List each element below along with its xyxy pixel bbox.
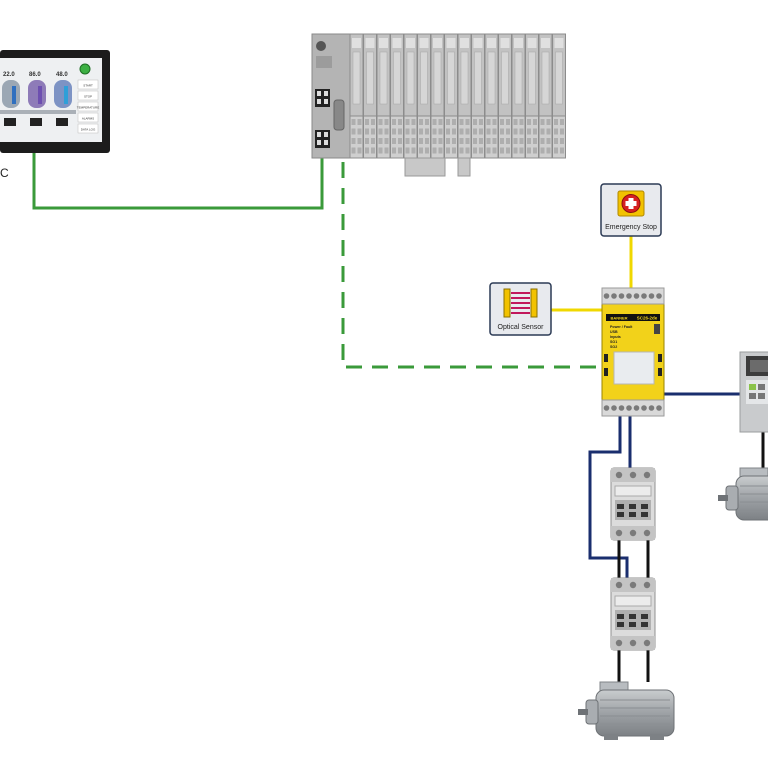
drive-keypad [749,384,756,390]
plc-io-module [349,33,364,159]
plc-io-module [430,33,445,159]
tank-gauges [0,80,76,126]
plc-io-module [376,33,391,159]
gauge-value-2: 86.0 [29,72,41,78]
terminal-screw [611,293,617,299]
terminal-screw [626,293,632,299]
safety-controller-bottom-terminals [601,399,665,417]
hmi-status-light [79,63,91,75]
motor-1 [578,681,675,740]
terminal-screw [618,293,625,299]
light-curtain-icon [503,288,538,318]
status-label-so2: SO2 [610,345,617,349]
plc-io-module [363,33,377,159]
plc-io-module [552,33,566,159]
plc-io-module [403,33,418,159]
emergency-stop[interactable]: Emergency Stop [600,183,662,237]
terminal-screw [656,405,662,411]
contactor-2[interactable] [610,577,656,651]
plc-rack[interactable] [311,33,566,177]
safety-ethernet-cable [341,162,604,369]
drive-display [750,360,768,372]
hmi-button-temperature[interactable]: TEMPERATURE [77,106,99,110]
plc-io-module [538,33,553,159]
gauge-value-3: 48.0 [56,72,68,78]
plc-ethernet-port-1 [315,89,330,107]
plc-io-module [457,33,472,159]
terminal-screw [633,293,640,299]
status-label-inputs: Inputs [610,335,621,339]
terminal-screw [641,293,647,299]
plc-io-module [390,33,404,159]
plc-terminal-b [457,157,471,177]
hmi-button-alarms[interactable]: ALARMS [82,117,94,121]
plc-ethernet-port-2 [315,130,330,148]
plc-io-module [525,33,539,159]
safety-controller-brand: BANNER [610,316,627,321]
safety-controller[interactable]: BANNER SC26-2de Power / Fault USB Inputs… [601,287,665,417]
optical-sensor[interactable]: Optical Sensor [489,282,552,336]
connections [32,148,765,682]
status-label-power: Power / Fault [610,325,633,329]
hmi-side-buttons[interactable]: START STOP TEMPERATURE ALARMS DATA LOG [77,79,99,134]
contactor-1[interactable] [610,467,656,541]
status-label-so1: SO1 [610,340,617,344]
terminal-screw [641,405,647,411]
optical-sensor-label: Optical Sensor [498,324,545,331]
terminal-screw [603,405,610,411]
hmi-button-start[interactable]: START [83,84,93,88]
gauge-value-1: 22.0 [3,72,15,78]
terminal-screw [611,405,617,411]
contactor-wire-1 [588,416,629,578]
variable-frequency-drive[interactable] [739,351,768,433]
plc-rotary-switch [316,41,326,51]
safety-controller-usb-port [654,324,660,334]
plc-io-module [417,33,431,159]
plc-io-module [498,33,512,159]
safety-controller-display [613,351,655,385]
plc-terminal-a [404,157,446,177]
terminal-screw [626,405,632,411]
plc-io-module [444,33,458,159]
hmi-ethernet-cable [32,148,324,210]
terminal-screw [618,405,625,411]
plc-io-module [484,33,499,159]
terminal-screw [633,405,640,411]
status-label-usb: USB [610,330,618,334]
plc-io-modules [349,33,566,159]
safety-controller-model: SC26-2de [637,316,658,321]
safety-controller-top-terminals [601,287,665,305]
hmi-caption: C [0,166,9,180]
terminal-screw [656,293,662,299]
plc-io-module [471,33,485,159]
plc-io-module [511,33,526,159]
hmi-button-datalog[interactable]: DATA LOG [81,128,96,132]
hmi-button-stop[interactable]: STOP [84,95,92,99]
plc-serial-port [333,99,345,131]
motor-2 [718,467,768,521]
terminal-screw [603,293,610,299]
terminal-screw [648,405,655,411]
emergency-stop-label: Emergency Stop [605,224,657,231]
hmi-panel[interactable]: 22.0 86.0 48.0 START STOP TEMPERATURE AL… [0,50,110,153]
terminal-screw [648,293,655,299]
